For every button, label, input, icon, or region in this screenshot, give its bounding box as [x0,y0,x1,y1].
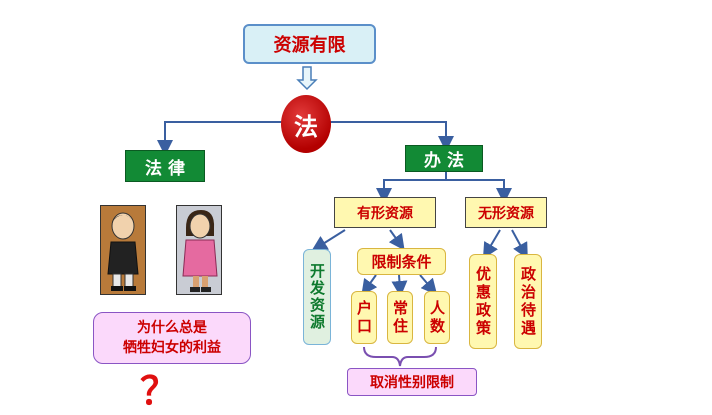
political-treatment-label: 政治待遇 [519,265,537,338]
line-to-tangible [376,170,447,204]
preferential-policy-box: 优惠政策 [469,254,497,349]
law-box: 法 律 [125,150,205,182]
tangible-resources-box: 有形资源 [334,197,436,228]
question-line-2: 牺牲妇女的利益 [123,340,221,356]
hollow-down-arrow [296,66,318,91]
line-to-intangible [445,170,512,204]
question-line-1: 为什么总是 [137,320,207,336]
develop-resources-label: 开发资源 [308,263,326,331]
line-to-method [330,121,454,152]
intangible-resources-box: 无形资源 [465,197,547,228]
boy-illustration [100,205,146,295]
brace [363,346,437,367]
hukou-box: 户口 [351,291,377,344]
develop-resources-box: 开发资源 [303,249,331,345]
hukou-label: 户口 [355,299,373,336]
restrict-conditions-box: 限制条件 [357,248,446,275]
residence-label: 常住 [391,299,409,336]
residence-box: 常住 [387,291,413,344]
method-box: 办 法 [405,145,483,172]
resource-limited-box: 资源有限 [243,24,376,64]
population-label: 人数 [428,299,446,336]
political-treatment-box: 政治待遇 [514,254,542,349]
question-mark: ？ [140,369,179,413]
girl-illustration [176,205,222,295]
law-circle: 法 [281,95,331,153]
preferential-policy-label: 优惠政策 [474,265,492,338]
population-box: 人数 [424,291,450,344]
remove-gender-restriction-box: 取消性别限制 [347,368,477,396]
line-to-law [157,121,282,156]
question-box: 为什么总是 牺牲妇女的利益 [93,312,251,364]
